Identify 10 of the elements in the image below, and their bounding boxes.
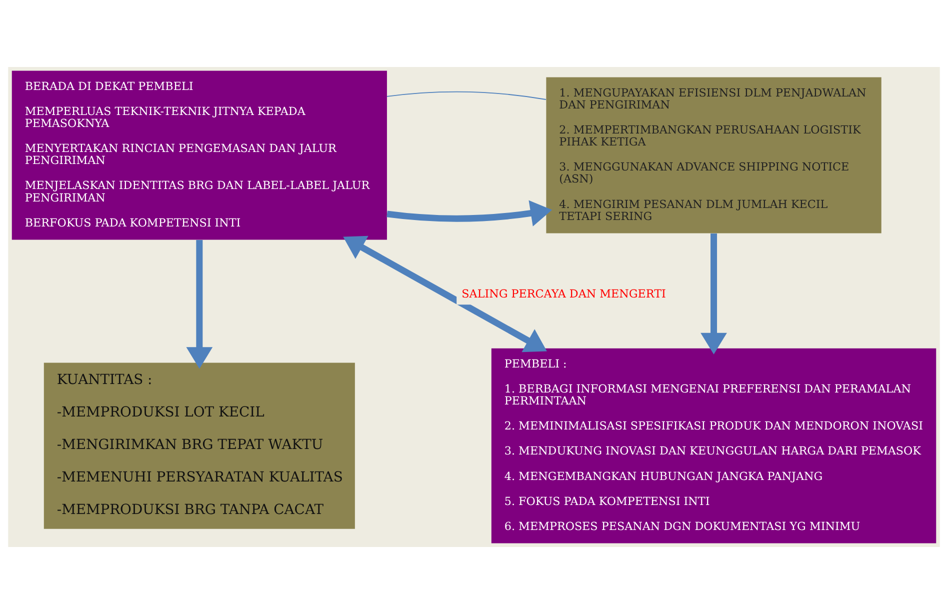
edge-label: SALING PERCAYA DAN MENGERTI [462, 287, 666, 300]
arrow [186, 240, 213, 369]
node-box: 1. MENGUPAYAKAN EFISIENSI DLM PENJADWALAN DAN PENGIRIMAN 2. MEMPERTIMBANGKAN PERUSAHAAN LOGISTIK PIHAK KETIGA 3. MENGGUNAKAN ADVANCE SHIPPING NOTICE (ASN) 4. MENGIRIM PESANAN DLM JUMLAH KECIL TETAPI SERING [546, 77, 882, 234]
node-box: BERADA DI DEKAT PEMBELI MEMPERLUAS TEKNIK-TEKNIK JITNYA KEPADA PEMASOKNYA MENYERTAKAN RINCIAN PENGEMASAN DAN JALUR PENGIRIMAN MENJELASKAN IDENTITAS BRG DAN LABEL-LABEL JALUR PENGIRIMAN BERFOKUS PADA KOMPETENSI INTI [12, 70, 387, 240]
arrow [343, 236, 547, 352]
node-box: KUANTITAS : -MEMPRODUKSI LOT KECIL -MENGIRIMKAN BRG TEPAT WAKTU -MEMENUHI PERSYARATAN KUALITAS -MEMPRODUKSI BRG TANPA CACAT [44, 362, 355, 529]
connector [386, 91, 546, 100]
arrow [700, 234, 727, 354]
node-box: PEMBELI : 1. BERBAGI INFORMASI MENGENAI PREFERENSI DAN PERAMALAN PERMINTAAN 2. MEMINIMALISASI SPESIFIKASI PRODUK DAN MENDORON INOVASI 3. MENDUKUNG INOVASI DAN KEUNGGULAN HARGA DARI PEMASOK 4. MENGEMBANGKAN HUBUNGAN JANGKA PANJANG 5. FOKUS PADA KOMPETENSI INTI 6. MEMPROSES PESANAN DGN DOKUMENTASI YG MINIMU [491, 348, 936, 544]
arrow [386, 200, 552, 226]
